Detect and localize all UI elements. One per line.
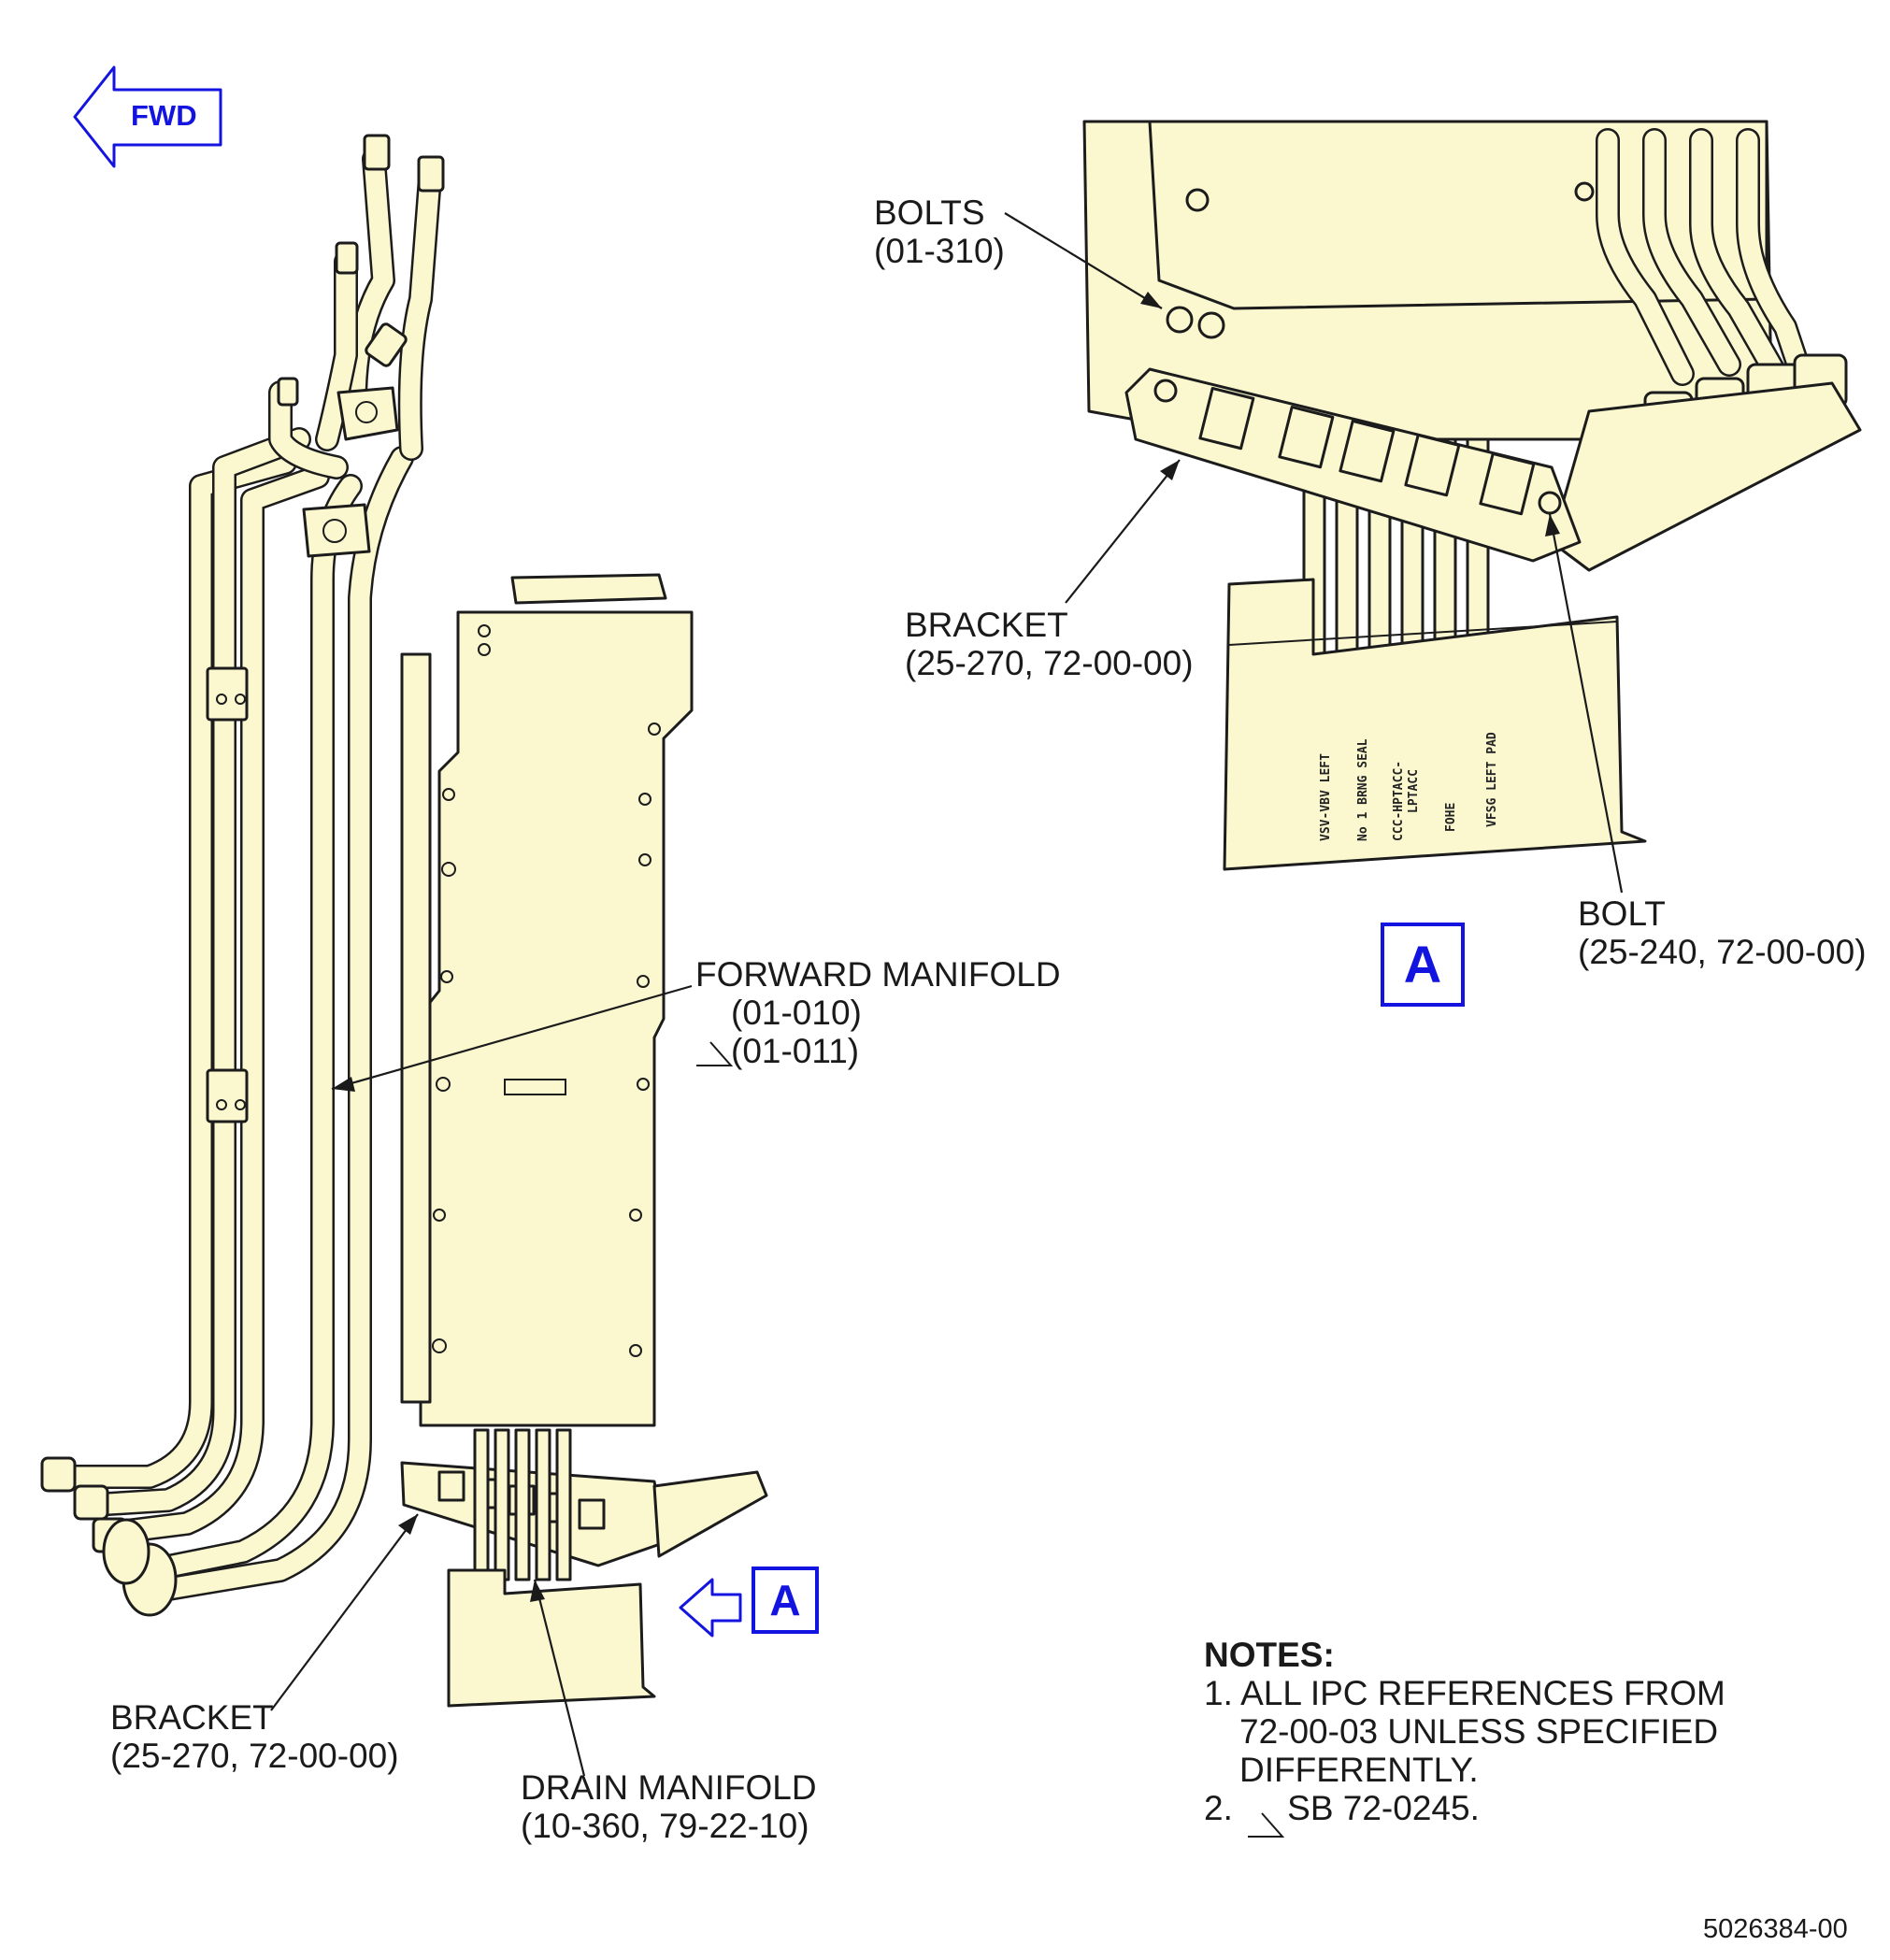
main-assembly-view xyxy=(40,134,768,1708)
fwd-arrow xyxy=(73,65,222,168)
svg-text:VSV-VBV LEFT: VSV-VBV LEFT xyxy=(1319,753,1333,841)
label-bracket-main: BRACKET (25-270, 72-00-00) xyxy=(110,1698,399,1775)
label-bracket-detail: BRACKET (25-270, 72-00-00) xyxy=(905,606,1194,682)
detail-a-clips xyxy=(1198,386,1536,516)
detail-a-drain-manifold xyxy=(1223,578,1647,871)
main-flange-upper xyxy=(336,386,399,441)
detail-a-tubes xyxy=(1596,128,1816,395)
note-2: 2. SB 72-0245. xyxy=(1204,1789,1480,1827)
note-1-line-1: 1. ALL IPC REFERENCES FROM xyxy=(1204,1674,1725,1712)
leader-lines xyxy=(270,212,1624,1838)
main-drain-tubes xyxy=(473,1428,572,1581)
main-manifold-top xyxy=(510,573,667,605)
main-tube-bundle xyxy=(53,147,442,1601)
main-drain-manifold xyxy=(447,1568,656,1708)
detail-a-stencil: VSV-VBV LEFT No 1 BRNG SEAL CCC-HPTACC- … xyxy=(1319,732,1499,841)
svg-text:CCC-HPTACC-: CCC-HPTACC- xyxy=(1392,761,1406,841)
label-forward-manifold: FORWARD MANIFOLD (01-010) (01-011) xyxy=(695,955,1061,1070)
figure-number: 5026384-00 xyxy=(1703,1914,1848,1944)
note-1-line-2: 72-00-03 UNLESS SPECIFIED xyxy=(1239,1712,1719,1751)
svg-text:FOHE: FOHE xyxy=(1444,803,1458,832)
main-top-fittings xyxy=(277,134,445,407)
svg-text:LPTACC: LPTACC xyxy=(1407,769,1421,813)
label-bolts: BOLTS (01-310) xyxy=(874,193,1005,270)
svg-text:VFSG LEFT PAD: VFSG LEFT PAD xyxy=(1485,732,1499,827)
detail-a-view: VSV-VBV LEFT No 1 BRNG SEAL CCC-HPTACC- … xyxy=(1082,120,1862,871)
main-lower-plate xyxy=(652,1470,768,1558)
note-1-line-3: DIFFERENTLY. xyxy=(1239,1751,1479,1789)
main-plate-fasteners xyxy=(432,624,661,1357)
label-bolt: BOLT (25-240, 72-00-00) xyxy=(1578,894,1867,971)
label-drain-manifold: DRAIN MANIFOLD (10-360, 79-22-10) xyxy=(521,1768,817,1845)
main-lower-fittings xyxy=(40,1456,178,1617)
fwd-label: FWD xyxy=(131,99,197,132)
main-tube-clips xyxy=(206,666,249,1123)
svg-text:No 1 BRNG SEAL: No 1 BRNG SEAL xyxy=(1356,738,1370,841)
view-a-arrow xyxy=(679,1578,742,1638)
view-a-marker: A xyxy=(752,1567,819,1634)
detail-a-marker: A xyxy=(1381,923,1465,1007)
main-flange-lower xyxy=(302,503,371,558)
main-forward-manifold-plate xyxy=(419,610,694,1427)
notes-block: NOTES: 1. ALL IPC REFERENCES FROM 72-00-… xyxy=(1204,1636,1725,1827)
notes-heading: NOTES: xyxy=(1204,1636,1335,1674)
